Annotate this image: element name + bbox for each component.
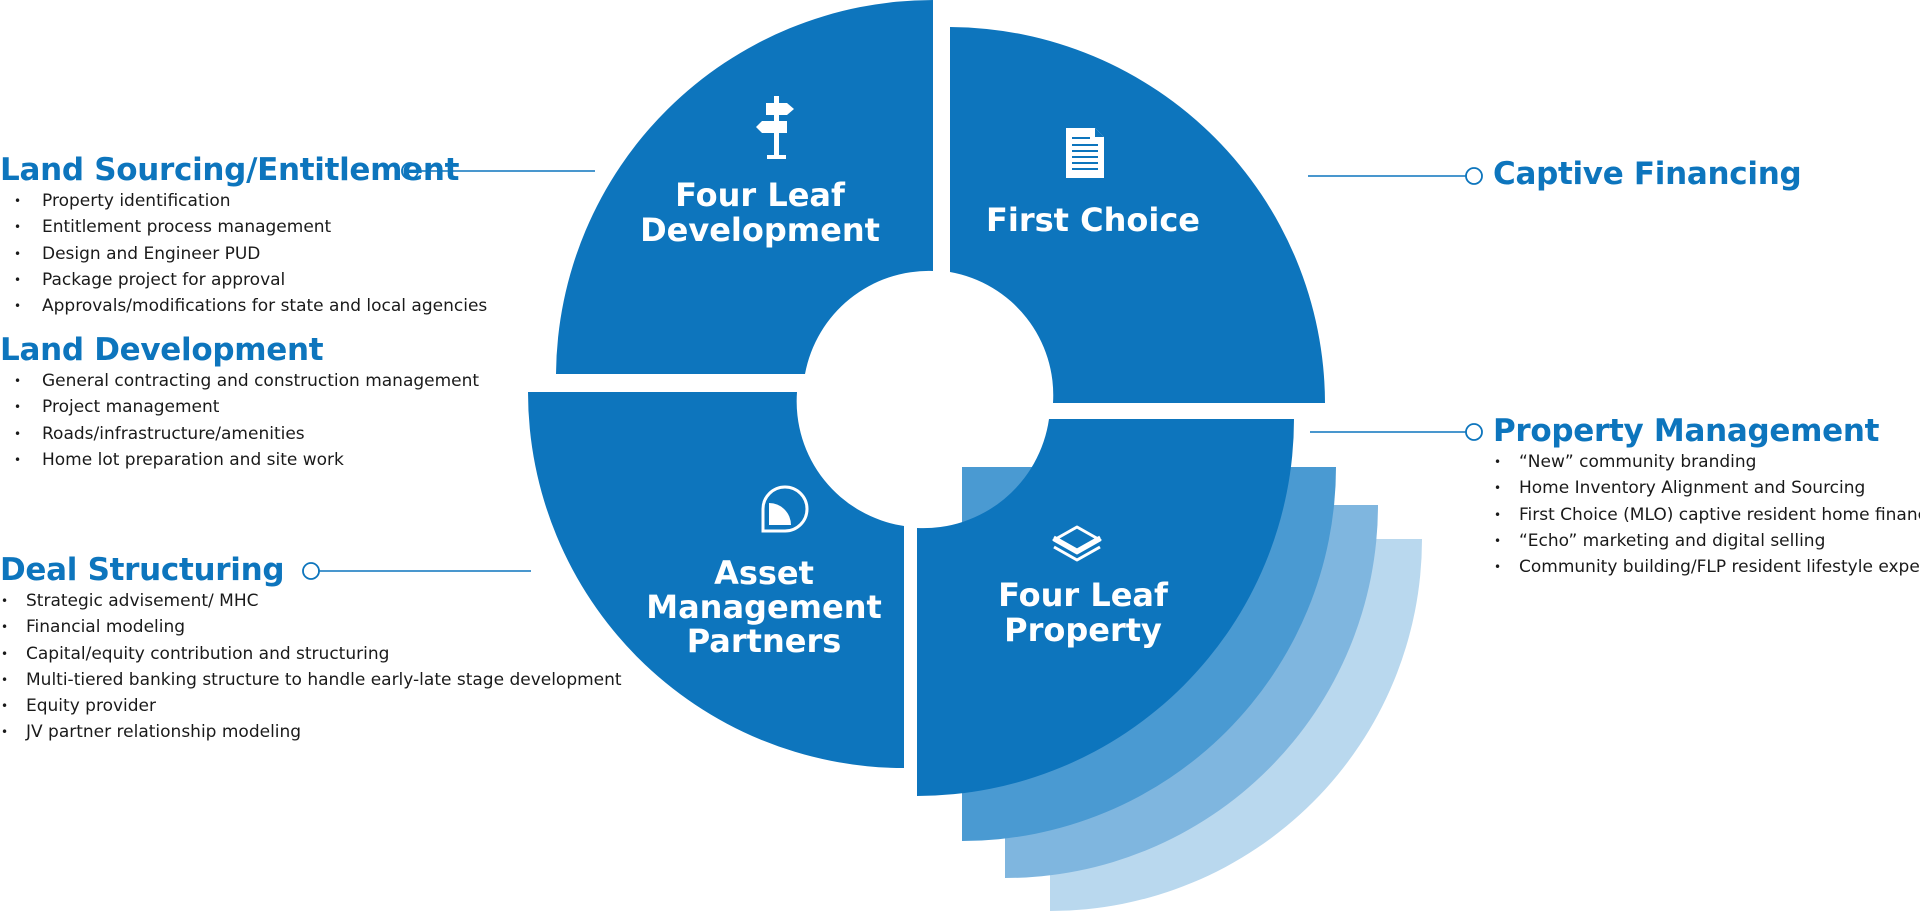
list-item: Strategic advisement/ MHC [0,588,622,615]
connector-lines [302,162,1483,580]
deal-structuring-list: Strategic advisement/ MHC Financial mode… [0,588,622,746]
connector-dot-captive-financing [1465,167,1483,185]
land-sourcing-section: Land Sourcing/Entitlement Property ident… [0,152,487,320]
signpost-icon [756,96,794,159]
land-development-section: Land Development General contracting and… [0,332,479,473]
list-item: First Choice (MLO) captive resident home… [1493,502,1920,529]
captive-financing-section: Captive Financing [1493,156,1802,192]
list-item: Multi-tiered banking structure to handle… [0,667,622,694]
list-item: Home Inventory Alignment and Sourcing [1493,475,1920,502]
deal-structuring-title: Deal Structuring [0,552,285,588]
captive-financing-title: Captive Financing [1493,156,1802,192]
land-development-list: General contracting and construction man… [0,368,479,473]
pie-chart-icon [761,485,809,533]
land-sourcing-list: Property identification Entitlement proc… [0,188,487,320]
list-item: Design and Engineer PUD [0,241,487,268]
segment-label-asset-line1: Asset [714,554,814,592]
list-item: Equity provider [0,693,622,720]
segment-first-choice [950,27,1325,403]
property-management-title: Property Management [1493,413,1880,449]
list-item: Entitlement process management [0,214,487,241]
segment-label-development-line1: Four Leaf [675,176,846,214]
list-item: “New” community branding [1493,449,1920,476]
segment-label-property-line2: Property [1004,611,1162,649]
land-sourcing-title: Land Sourcing/Entitlement [0,152,460,188]
list-item: Home lot preparation and site work [0,447,479,474]
segment-label-development-line2: Development [640,211,880,249]
segment-label-property-line1: Four Leaf [998,576,1169,614]
segment-label-asset-line2: Management [646,588,882,626]
list-item: Roads/infrastructure/amenities [0,421,479,448]
segment-four-leaf-property [917,419,1294,796]
land-development-title: Land Development [0,332,324,368]
document-icon [1066,128,1104,178]
property-management-list: “New” community branding Home Inventory … [1493,449,1920,581]
property-management-section: Property Management “New” community bran… [1493,413,1920,581]
segment-label-asset-line3: Partners [687,622,842,660]
list-item: Community building/FLP resident lifestyl… [1493,554,1920,581]
segment-asset-management-partners [528,392,904,768]
list-item: JV partner relationship modeling [0,719,622,746]
list-item: Capital/equity contribution and structur… [0,641,622,668]
segment-four-leaf-development [556,0,933,374]
connector-dot-deal-structuring [302,562,320,580]
list-item: Package project for approval [0,267,487,294]
list-item: Approvals/modifications for state and lo… [0,293,487,320]
deal-structuring-section: Deal Structuring Strategic advisement/ M… [0,552,622,746]
connector-dot-property-management [1465,423,1483,441]
list-item: General contracting and construction man… [0,368,479,395]
segment-label-first-choice: First Choice [986,201,1200,239]
list-item: “Echo” marketing and digital selling [1493,528,1920,555]
list-item: Project management [0,394,479,421]
connector-dot-land-sourcing [401,162,419,180]
layers-icon [1052,525,1102,562]
list-item: Property identification [0,188,487,215]
list-item: Financial modeling [0,614,622,641]
